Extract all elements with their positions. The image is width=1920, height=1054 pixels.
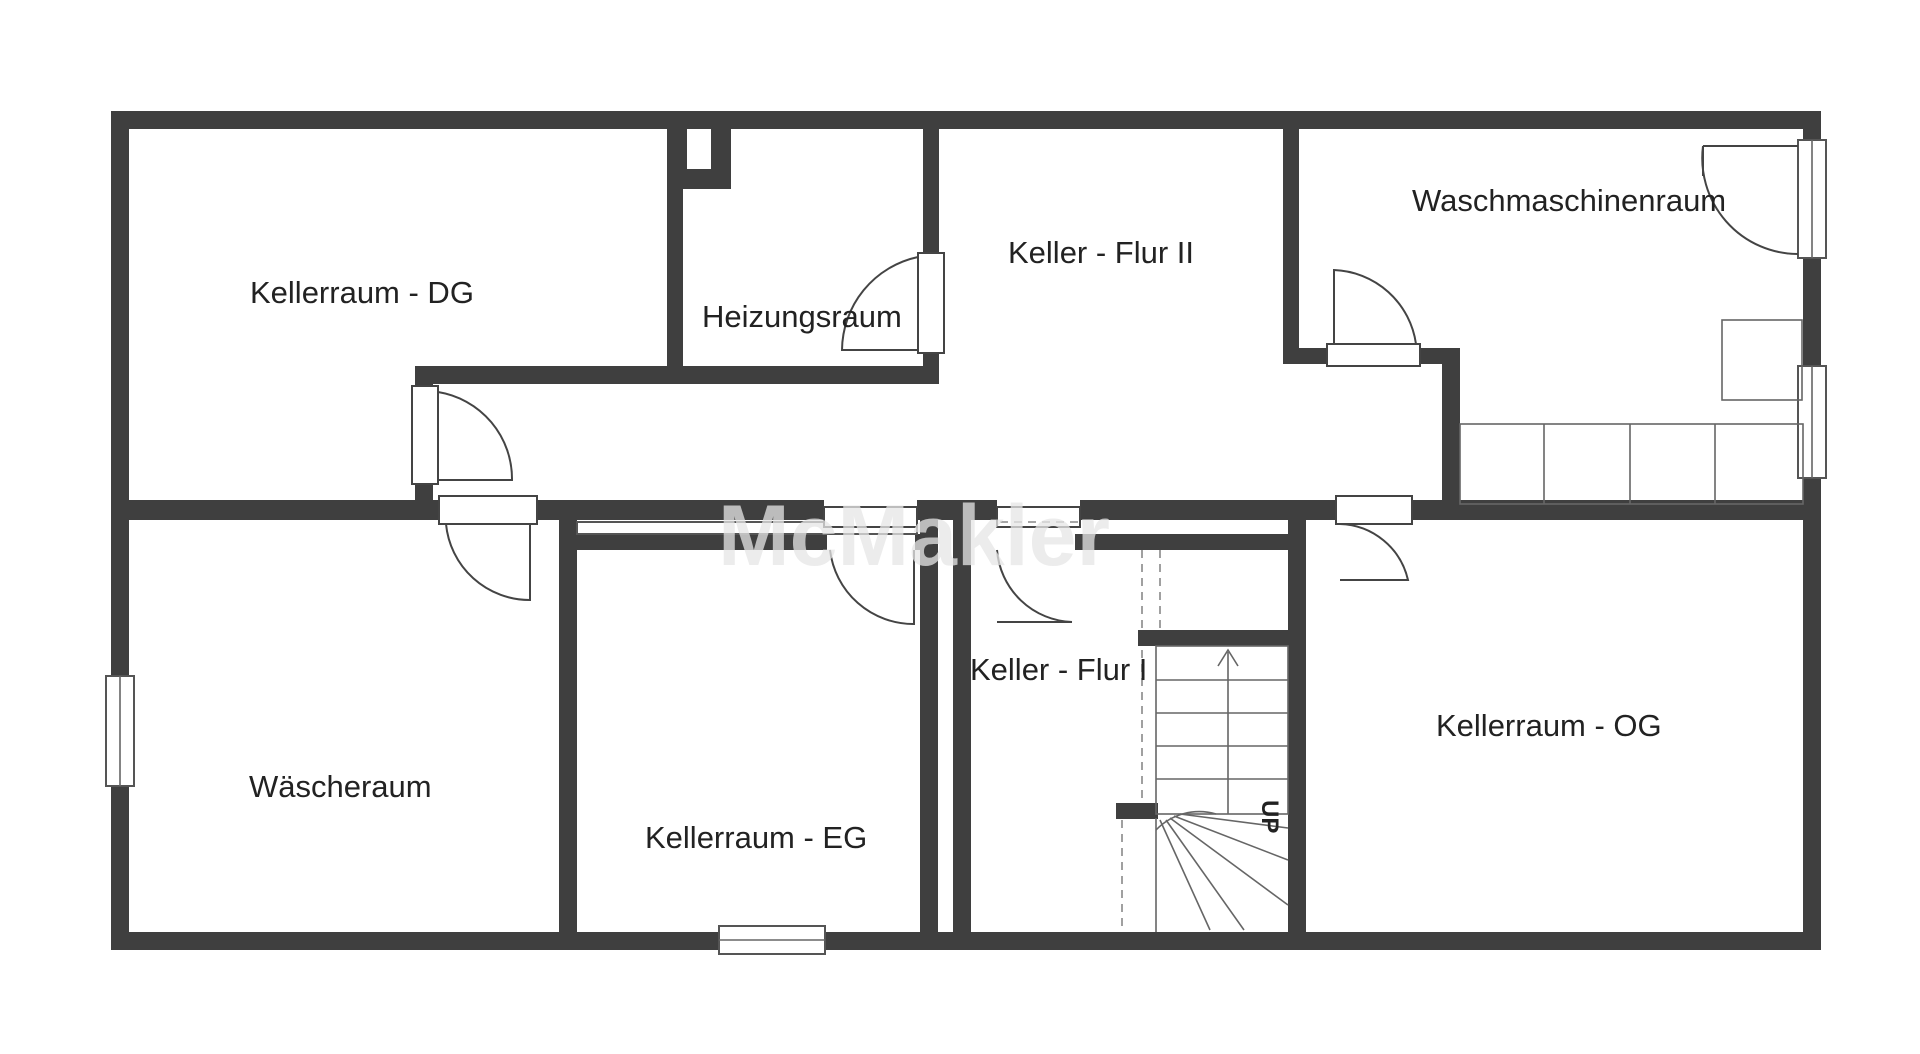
room-labels: Kellerraum - DG Heizungsraum Keller - Fl… [249,183,1726,855]
stairs-up-label: UP [1256,800,1283,833]
laundry-fixtures [1459,319,1804,505]
room-label-kellerraum-dg: Kellerraum - DG [250,275,474,310]
room-label-waschmaschinenraum: Waschmaschinenraum [1412,183,1726,218]
room-label-kellerraum-og: Kellerraum - OG [1436,708,1662,743]
washing-machine [1721,319,1803,401]
interior-walls [129,129,1803,932]
room-label-waescheraum: Wäscheraum [249,769,432,804]
room-label-heizungsraum: Heizungsraum [702,299,902,334]
watermark: McMakler [718,488,1110,584]
windows [105,139,1827,955]
counter [1459,423,1804,505]
room-label-kellerraum-eg: Kellerraum - EG [645,820,867,855]
room-label-keller-flur-1: Keller - Flur I [970,652,1147,687]
room-label-keller-flur-2: Keller - Flur II [1008,235,1194,270]
staircase: UP [1000,521,1289,932]
